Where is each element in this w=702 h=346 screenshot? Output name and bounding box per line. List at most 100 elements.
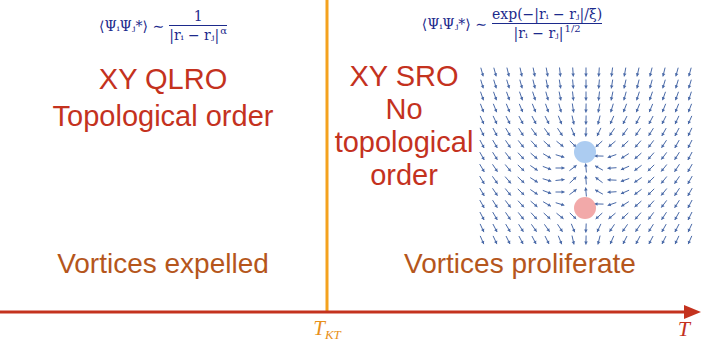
field-arrow bbox=[663, 80, 666, 89]
field-arrow bbox=[480, 224, 484, 232]
field-arrow bbox=[493, 116, 497, 124]
field-arrowhead bbox=[560, 216, 564, 219]
field-arrowhead bbox=[533, 228, 536, 232]
field-arrowhead bbox=[597, 97, 601, 100]
field-arrow bbox=[649, 128, 654, 136]
field-arrow bbox=[610, 236, 614, 244]
field-arrow bbox=[543, 179, 552, 182]
field-arrowhead bbox=[688, 73, 691, 76]
field-arrowhead bbox=[675, 144, 678, 148]
field-arrowhead bbox=[648, 180, 651, 183]
field-arrowhead bbox=[584, 122, 588, 125]
field-arrowhead bbox=[571, 97, 575, 100]
field-arrow bbox=[676, 80, 679, 89]
field-arrowhead bbox=[688, 241, 691, 244]
field-arrowhead bbox=[520, 228, 523, 232]
field-arrowhead bbox=[688, 109, 691, 112]
field-arrowhead bbox=[675, 121, 678, 125]
field-arrowhead bbox=[494, 216, 497, 220]
field-arrowhead bbox=[688, 192, 691, 196]
field-arrow bbox=[675, 164, 680, 172]
field-arrowhead bbox=[494, 144, 497, 148]
field-arrowhead bbox=[547, 203, 551, 206]
temperature-symbol: T bbox=[313, 316, 325, 340]
field-arrow bbox=[662, 140, 667, 148]
field-arrowhead bbox=[623, 85, 627, 88]
field-arrow bbox=[531, 201, 538, 207]
field-arrowhead bbox=[610, 97, 614, 100]
field-arrowhead bbox=[494, 192, 497, 196]
field-arrowhead bbox=[481, 192, 484, 196]
field-arrow bbox=[571, 128, 574, 136]
field-arrowhead bbox=[559, 97, 563, 100]
field-arrowhead bbox=[622, 132, 625, 136]
field-arrowhead bbox=[508, 192, 511, 196]
field-arrow bbox=[569, 165, 576, 170]
field-arrowhead bbox=[636, 121, 639, 125]
field-arrowhead bbox=[507, 121, 510, 125]
field-arrowhead bbox=[481, 217, 484, 221]
field-arrow bbox=[481, 80, 484, 89]
field-arrow bbox=[649, 104, 652, 112]
field-arrowhead bbox=[559, 132, 562, 136]
field-arrowhead bbox=[508, 156, 511, 160]
field-arrowhead bbox=[558, 73, 562, 76]
field-arrow bbox=[556, 155, 565, 158]
field-arrow bbox=[650, 80, 652, 89]
field-arrow bbox=[608, 155, 617, 158]
field-arrowhead bbox=[649, 97, 652, 101]
field-arrowhead bbox=[661, 204, 664, 208]
vortex bbox=[574, 141, 596, 163]
field-arrowhead bbox=[508, 180, 511, 183]
field-arrow bbox=[598, 116, 600, 125]
field-arrow bbox=[519, 224, 524, 232]
field-arrowhead bbox=[520, 97, 523, 101]
field-arrow bbox=[649, 236, 653, 244]
field-arrowhead bbox=[610, 73, 614, 76]
field-arrow bbox=[675, 116, 679, 124]
field-arrowhead bbox=[562, 190, 565, 194]
field-arrow bbox=[621, 190, 629, 194]
field-arrowhead bbox=[595, 166, 599, 169]
field-arrow bbox=[531, 213, 537, 220]
fraction: 1|rᵢ − rⱼ|α bbox=[169, 8, 227, 43]
field-arrow bbox=[675, 236, 679, 244]
field-arrow bbox=[595, 190, 603, 194]
field-arrowhead bbox=[494, 229, 497, 233]
field-arrowhead bbox=[649, 132, 652, 136]
field-arrow bbox=[505, 189, 511, 196]
field-arrowhead bbox=[481, 156, 484, 160]
field-arrowhead bbox=[559, 85, 563, 88]
field-arrowhead bbox=[622, 144, 625, 147]
field-arrowhead bbox=[675, 241, 678, 245]
field-arrowhead bbox=[546, 73, 550, 76]
field-arrow bbox=[480, 176, 485, 184]
field-arrow bbox=[507, 68, 509, 77]
field-arrowhead bbox=[597, 109, 601, 112]
field-arrowhead bbox=[547, 144, 550, 147]
field-arrow bbox=[520, 92, 523, 101]
field-arrow bbox=[492, 176, 497, 183]
field-arrow bbox=[544, 224, 549, 231]
field-arrowhead bbox=[546, 241, 549, 245]
field-arrow bbox=[622, 128, 627, 135]
field-arrow bbox=[480, 128, 484, 136]
field-arrowhead bbox=[481, 85, 485, 88]
field-arrowhead bbox=[636, 97, 639, 100]
field-arrowhead bbox=[649, 228, 652, 232]
field-arrow bbox=[506, 140, 511, 147]
phase-label: XY SRO bbox=[349, 60, 458, 93]
field-arrow bbox=[480, 200, 484, 208]
field-arrow bbox=[519, 128, 524, 136]
field-arrowhead bbox=[662, 97, 665, 100]
field-arrow bbox=[569, 189, 576, 194]
field-arrow bbox=[533, 92, 536, 101]
field-arrowhead bbox=[675, 133, 678, 137]
field-arrow bbox=[585, 188, 587, 197]
field-arrowhead bbox=[546, 132, 549, 136]
field-arrow bbox=[661, 177, 667, 184]
field-arrowhead bbox=[573, 189, 577, 192]
field-arrow bbox=[598, 236, 600, 245]
field-arrowhead bbox=[534, 179, 538, 182]
correlation-formula: ⟨ΨᵢΨⱼ*⟩ ∼exp(−|rᵢ − rⱼ|/ξ)|rᵢ − rⱼ|1/2 bbox=[422, 6, 602, 41]
